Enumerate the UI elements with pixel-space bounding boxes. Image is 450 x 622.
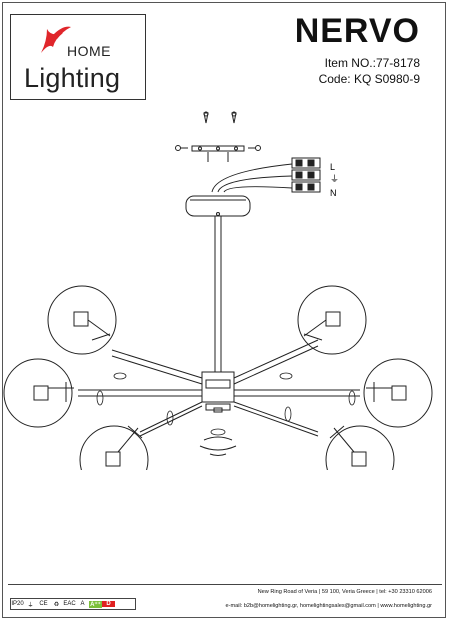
certification-strip: IP20 ⏚ CE ♻ EAC A A⁺⁺ D	[10, 598, 136, 610]
central-hub	[199, 371, 237, 456]
mounting-bracket	[175, 145, 261, 162]
recycle-icon: ♻	[53, 601, 60, 608]
power-wires	[211, 157, 321, 193]
energy-class-label: A	[80, 601, 85, 607]
product-code: Code: KQ S0980-9	[318, 72, 420, 86]
item-number: Item NO.:77-8178	[324, 56, 420, 70]
wire-label-earth: ⏚	[330, 174, 339, 185]
chandelier-arms	[78, 339, 360, 437]
brand-logo: HOME Lighting	[10, 14, 146, 100]
ce-mark: CE	[39, 601, 48, 607]
company-contacts: e-mail: b2b@homelighting.gr, homelightin…	[225, 603, 432, 609]
product-title: NERVO	[294, 12, 420, 50]
glass-globe	[3, 285, 433, 470]
ip-rating-mark: IP20	[11, 601, 24, 607]
ceiling-canopy	[185, 195, 251, 217]
eac-mark: EAC	[63, 601, 76, 607]
brand-logo-mark	[41, 26, 71, 53]
wire-label-neutral: N	[330, 188, 337, 198]
rotation-arrow-icon	[96, 372, 356, 436]
footer-divider	[8, 584, 442, 585]
energy-class-worst: D	[102, 601, 115, 607]
down-rod	[214, 216, 222, 372]
earth-mark-icon: ⏚	[27, 602, 34, 609]
screw-icon	[203, 111, 237, 124]
brand-home-text: HOME	[67, 43, 111, 59]
bulb-socket	[33, 311, 407, 467]
wire-label-live: L	[330, 162, 335, 172]
energy-class-best: A⁺⁺	[89, 600, 102, 608]
assembly-drawing: L ⏚ N	[3, 111, 433, 470]
company-address: New Ring Road of Veria | 59 100, Veria G…	[257, 589, 432, 595]
brand-lighting-text: Lighting	[24, 63, 121, 93]
product-sheet	[2, 2, 446, 618]
